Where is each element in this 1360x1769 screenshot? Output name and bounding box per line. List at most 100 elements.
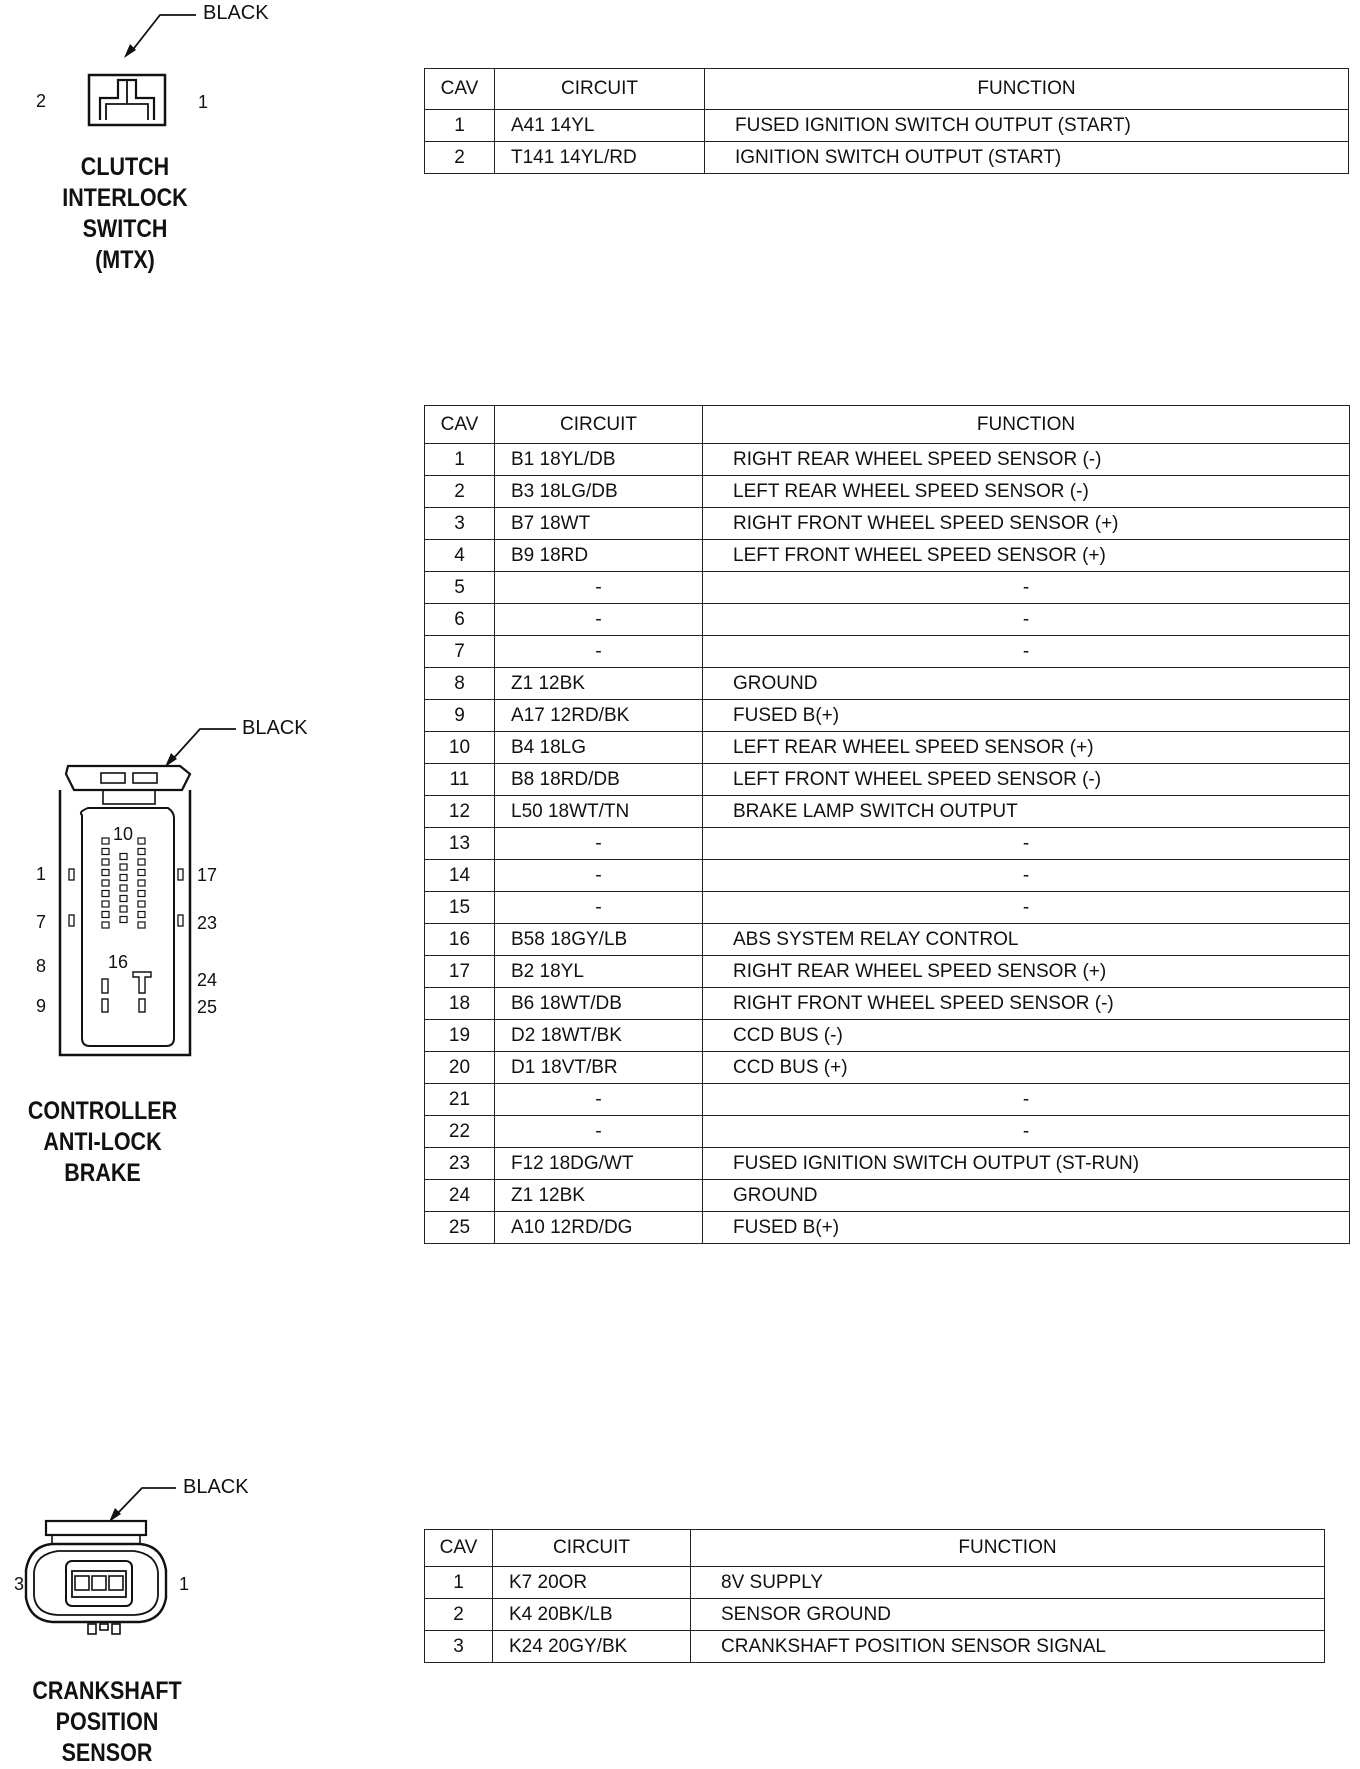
function-cell: CCD BUS (-) [702,1019,1350,1052]
terminal-cavity [137,900,146,908]
cav-cell: 23 [424,1147,495,1180]
terminal-cavity [137,847,146,856]
terminal-cavity [137,921,146,929]
terminal-cavity [119,905,128,913]
terminal-cavity [101,858,110,866]
cav-cell: 2 [424,475,495,508]
terminal-cavity [119,884,128,892]
function-cell: FUSED IGNITION SWITCH OUTPUT (ST-RUN) [702,1147,1350,1180]
abs-connector-icon [58,728,236,1057]
abs-pin-label-1: 1 [36,864,47,884]
circuit-cell: - [494,1115,703,1148]
cav-cell: 20 [424,1051,495,1084]
cav-cell: 21 [424,1083,495,1116]
abs-pin-label-17: 17 [197,865,218,885]
circuit-cell: L50 18WT/TN [494,795,703,828]
cav-cell: 2 [424,141,495,174]
terminal-cavity [101,879,110,887]
crank-pin-label-1: 1 [179,1574,190,1594]
crank-color-label: BLACK [183,1476,249,1498]
cav-cell: 13 [424,827,495,860]
header-cav: CAV [424,68,495,110]
function-cell: SENSOR GROUND [690,1598,1325,1631]
cav-cell: 15 [424,891,495,924]
cav-cell: 24 [424,1179,495,1212]
circuit-cell: B7 18WT [494,507,703,540]
function-cell: FUSED B(+) [702,699,1350,732]
function-cell: LEFT REAR WHEEL SPEED SENSOR (+) [702,731,1350,764]
terminal-cavity [137,858,146,866]
function-cell: LEFT FRONT WHEEL SPEED SENSOR (+) [702,539,1350,572]
circuit-cell: K4 20BK/LB [492,1598,691,1631]
cav-cell: 16 [424,923,495,956]
circuit-cell: D1 18VT/BR [494,1051,703,1084]
function-cell: - [702,891,1350,924]
circuit-cell: - [494,1083,703,1116]
terminal-cavity [119,852,128,861]
abs-pin-label-25: 25 [197,997,218,1017]
abs-pin-label-9: 9 [36,996,47,1016]
function-cell: - [702,571,1350,604]
circuit-cell: B6 18WT/DB [494,987,703,1020]
crank-pin-label-3: 3 [14,1574,25,1594]
terminal-cavity [101,900,110,908]
function-cell: RIGHT REAR WHEEL SPEED SENSOR (-) [702,443,1350,476]
cav-cell: 11 [424,763,495,796]
circuit-cell: B4 18LG [494,731,703,764]
function-cell: LEFT FRONT WHEEL SPEED SENSOR (-) [702,763,1350,796]
cav-cell: 1 [424,443,495,476]
crank-title-line-3: SENSOR [61,1739,153,1767]
table-row: 21-- [424,1083,1350,1116]
terminal-cavity [137,868,146,877]
terminal-cavity [119,915,128,924]
circuit-cell: - [494,891,703,924]
function-cell: - [702,827,1350,860]
circuit-cell: T141 14YL/RD [494,141,705,174]
circuit-cell: - [494,571,703,604]
cav-cell: 8 [424,667,495,700]
clutch-title: CLUTCH INTERLOCK SWITCH (MTX) [18,152,233,276]
cav-cell: 4 [424,539,495,572]
circuit-cell: D2 18WT/BK [494,1019,703,1052]
cav-cell: 7 [424,635,495,668]
terminal-cavity [101,921,110,929]
function-cell: RIGHT FRONT WHEEL SPEED SENSOR (-) [702,987,1350,1020]
abs-title: CONTROLLER ANTI-LOCK BRAKE [0,1096,208,1189]
terminal-cavity [137,879,146,887]
cav-cell: 9 [424,699,495,732]
circuit-cell: B3 18LG/DB [494,475,703,508]
header-function: FUNCTION [704,68,1349,110]
abs-pin-label-8: 8 [36,956,47,976]
circuit-cell: A17 12RD/BK [494,699,703,732]
cav-cell: 18 [424,987,495,1020]
header-circuit: CIRCUIT [494,405,703,444]
function-cell: - [702,635,1350,668]
clutch-connector-icon [87,14,196,127]
circuit-cell: B8 18RD/DB [494,763,703,796]
terminal-cavity [101,910,110,919]
circuit-cell: - [494,635,703,668]
table-row: 15-- [424,891,1350,924]
function-cell: IGNITION SWITCH OUTPUT (START) [704,141,1349,174]
cav-cell: 14 [424,859,495,892]
header-cav: CAV [424,1529,493,1567]
header-cav: CAV [424,405,495,444]
clutch-pin-label-1: 1 [198,92,209,112]
cav-cell: 3 [424,507,495,540]
